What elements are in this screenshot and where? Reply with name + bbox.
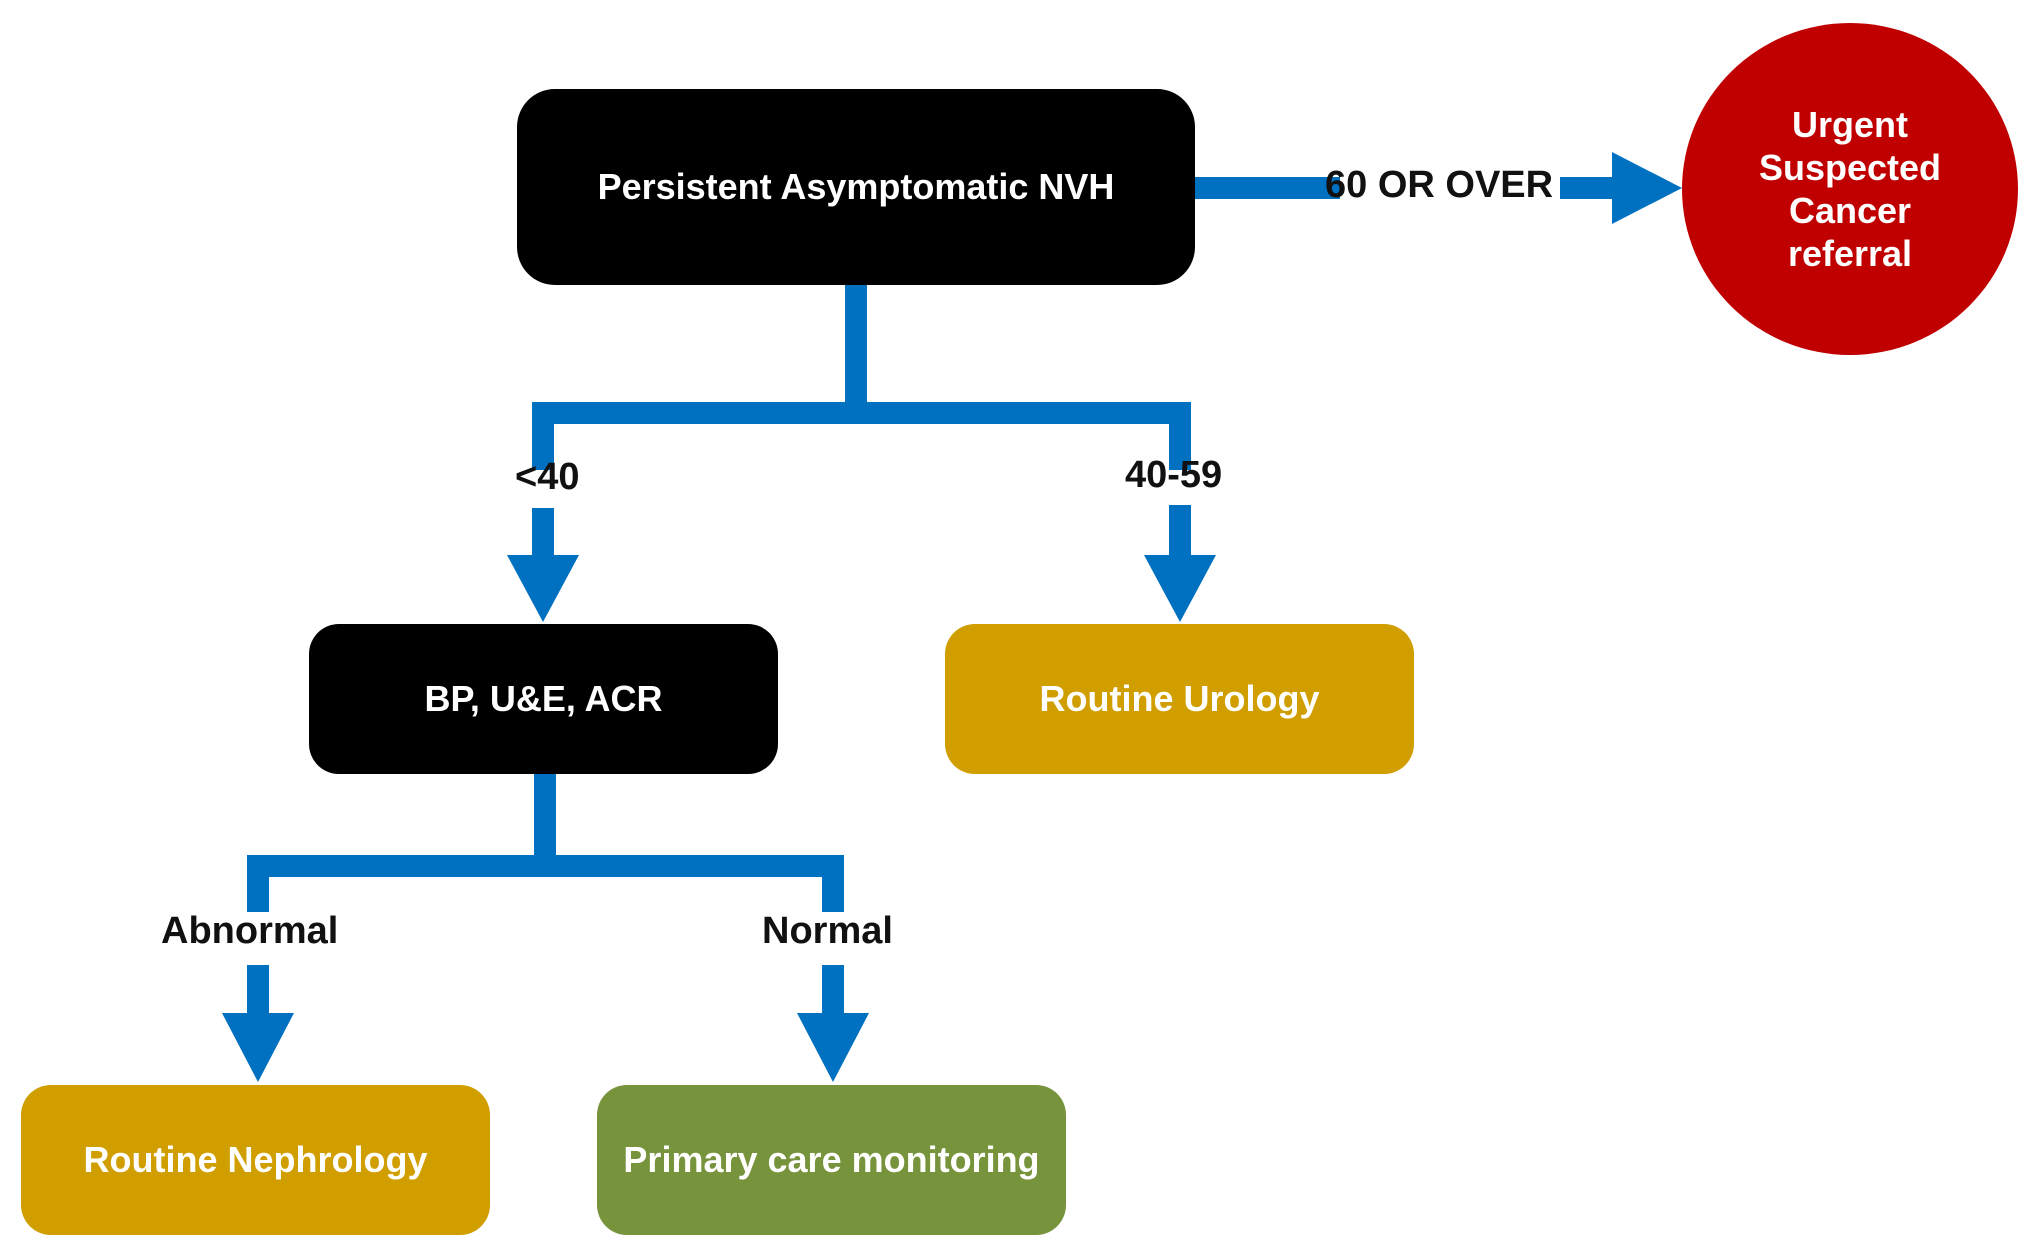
edge-label-normal: Normal [762, 910, 893, 952]
arrowhead-abnormal [222, 1013, 294, 1082]
node-routine-nephrology: Routine Nephrology [21, 1085, 490, 1235]
arrowhead-40-59 [1144, 555, 1216, 622]
arrowhead-urgent [1612, 152, 1682, 224]
urgent-label-line-4: referral [1787, 233, 1913, 275]
urgent-label-line-3: Cancer [1788, 190, 1912, 231]
node-persistent-asymptomatic-nvh-label: Persistent Asymptomatic NVH [597, 166, 1115, 207]
arrowhead-under40 [507, 555, 579, 622]
node-bp-ue-acr: BP, U&E, ACR [309, 624, 778, 774]
edge-label-40-59: 40-59 [1125, 454, 1223, 496]
node-bp-ue-acr-label: BP, U&E, ACR [424, 678, 663, 719]
node-primary-care-monitoring-label: Primary care monitoring [623, 1139, 1040, 1180]
node-routine-urology: Routine Urology [945, 624, 1414, 774]
node-primary-care-monitoring: Primary care monitoring [597, 1085, 1066, 1235]
node-urgent-suspected-cancer-referral: Urgent Suspected Cancer referral [1682, 23, 2018, 355]
node-routine-urology-label: Routine Urology [1039, 678, 1320, 719]
edge-label-under-40: <40 [515, 456, 580, 498]
node-persistent-asymptomatic-nvh: Persistent Asymptomatic NVH [517, 89, 1195, 285]
edge-label-abnormal: Abnormal [161, 910, 339, 952]
edge-label-60-or-over: 60 OR OVER [1325, 164, 1554, 206]
urgent-label-line-2: Suspected [1758, 146, 1942, 188]
node-routine-nephrology-label: Routine Nephrology [83, 1139, 428, 1180]
connector-result-branch [247, 855, 844, 912]
arrowhead-normal [797, 1013, 869, 1082]
connector-age-branch [532, 402, 1191, 470]
urgent-label-line-1: Urgent [1792, 103, 1908, 145]
